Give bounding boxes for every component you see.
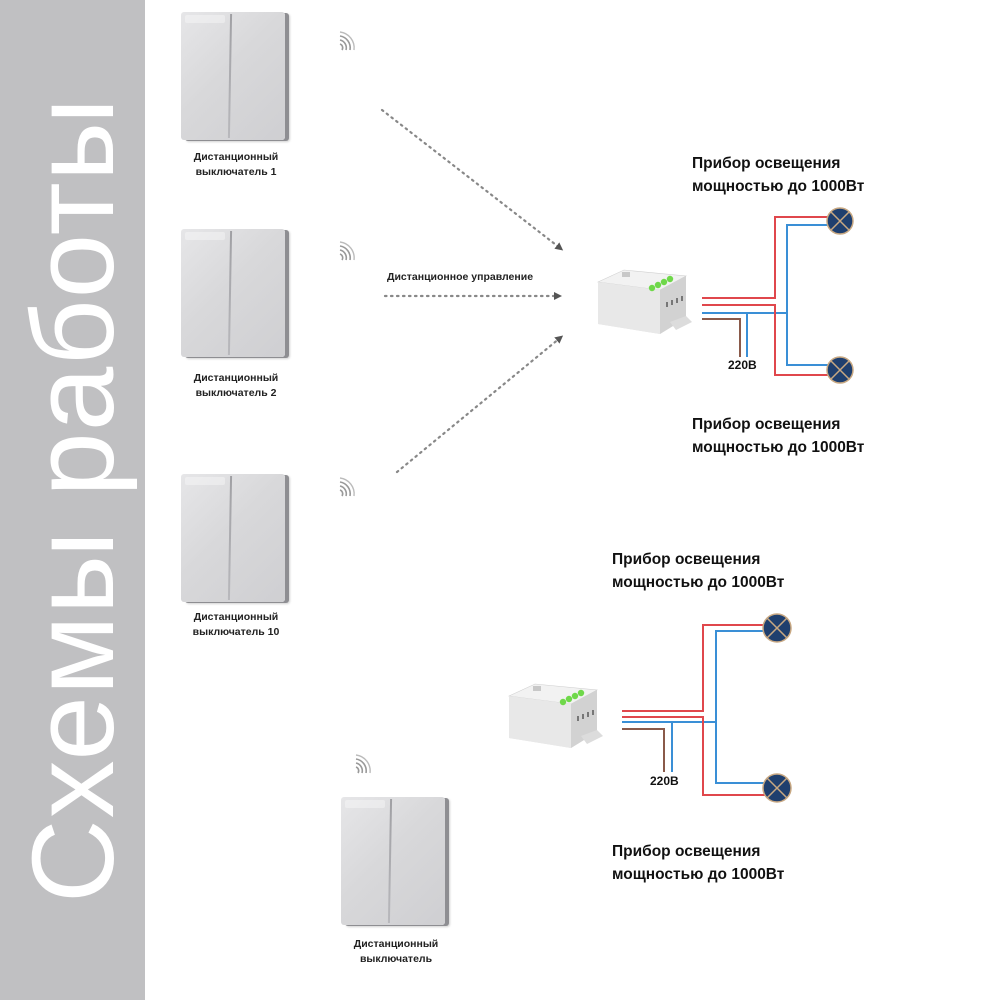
- phase-wire-top: [702, 216, 830, 299]
- switch-plate: [181, 12, 285, 140]
- caption-line2: выключатель 2: [195, 387, 277, 399]
- label-line2: мощностью до 1000Вт: [612, 574, 785, 591]
- remote-switch-single: [341, 797, 451, 927]
- wireless-signal-icon: [339, 241, 355, 261]
- label-line2: мощностью до 1000Вт: [692, 178, 865, 195]
- switch-caption-2: Дистанционный выключатель 2: [166, 371, 306, 401]
- caption-line1: Дистанционный: [193, 611, 279, 623]
- label-line2: мощностью до 1000Вт: [692, 439, 865, 456]
- caption-line2: выключатель 10: [192, 626, 280, 638]
- label-line2: мощностью до 1000Вт: [612, 866, 785, 883]
- caption-line2: выключатель: [359, 953, 433, 965]
- phase-wire-top: [622, 624, 768, 712]
- neutral-wire-top: [622, 630, 768, 723]
- caption-line1: Дистанционный: [193, 372, 279, 384]
- neutral-wire-top: [702, 224, 830, 314]
- caption-line2: выключатель 1: [195, 166, 277, 178]
- signal-arrow-10: [395, 335, 564, 474]
- switch-caption-single: Дистанционный выключатель: [326, 937, 466, 967]
- wireless-signal-icon: [339, 31, 355, 51]
- lamp-label-top-1: Прибор освещения мощностью до 1000Вт: [692, 152, 864, 198]
- supply-wire-brown: [622, 728, 665, 772]
- label-line1: Прибор освещения: [692, 155, 841, 172]
- switch-plate: [181, 229, 285, 357]
- supply-wire-brown: [702, 318, 741, 357]
- switch-caption-1: Дистанционный выключатель 1: [166, 150, 306, 180]
- label-line1: Прибор освещения: [612, 843, 761, 860]
- label-line1: Прибор освещения: [692, 416, 841, 433]
- signal-arrow-1: [380, 108, 564, 251]
- diagram2-wiring: [622, 613, 792, 803]
- wireless-signal-icon: [355, 754, 371, 774]
- switch-plate: [341, 797, 445, 925]
- label-line1: Прибор освещения: [612, 551, 761, 568]
- wireless-signal-icon: [339, 477, 355, 497]
- caption-line1: Дистанционный: [193, 151, 279, 163]
- relay-module-1: [596, 269, 692, 334]
- voltage-label-1: 220В: [728, 358, 757, 372]
- lamp-label-bottom-1: Прибор освещения мощностью до 1000Вт: [692, 413, 864, 459]
- neutral-wire-bottom: [715, 722, 768, 784]
- sidebar: Схемы работы: [0, 0, 145, 1000]
- remote-switch-2: [181, 229, 291, 359]
- voltage-label-2: 220В: [650, 774, 679, 788]
- neutral-wire-bottom: [786, 313, 830, 366]
- lamp-label-bottom-2: Прибор освещения мощностью до 1000Вт: [612, 840, 784, 886]
- switch-caption-10: Дистанционный выключатель 10: [166, 610, 306, 640]
- remote-switch-1: [181, 12, 291, 142]
- diagram1-wiring: [702, 207, 854, 384]
- remote-control-label: Дистанционное управление: [387, 271, 534, 283]
- remote-signal-arrows: [380, 108, 564, 474]
- lamp-label-top-2: Прибор освещения мощностью до 1000Вт: [612, 548, 784, 594]
- switch-plate: [181, 474, 285, 602]
- remote-switch-10: [181, 474, 291, 604]
- relay-module-2: [507, 683, 603, 748]
- phase-wire-bottom: [702, 304, 830, 376]
- phase-wire-bottom: [622, 716, 768, 796]
- caption-line1: Дистанционный: [353, 938, 439, 950]
